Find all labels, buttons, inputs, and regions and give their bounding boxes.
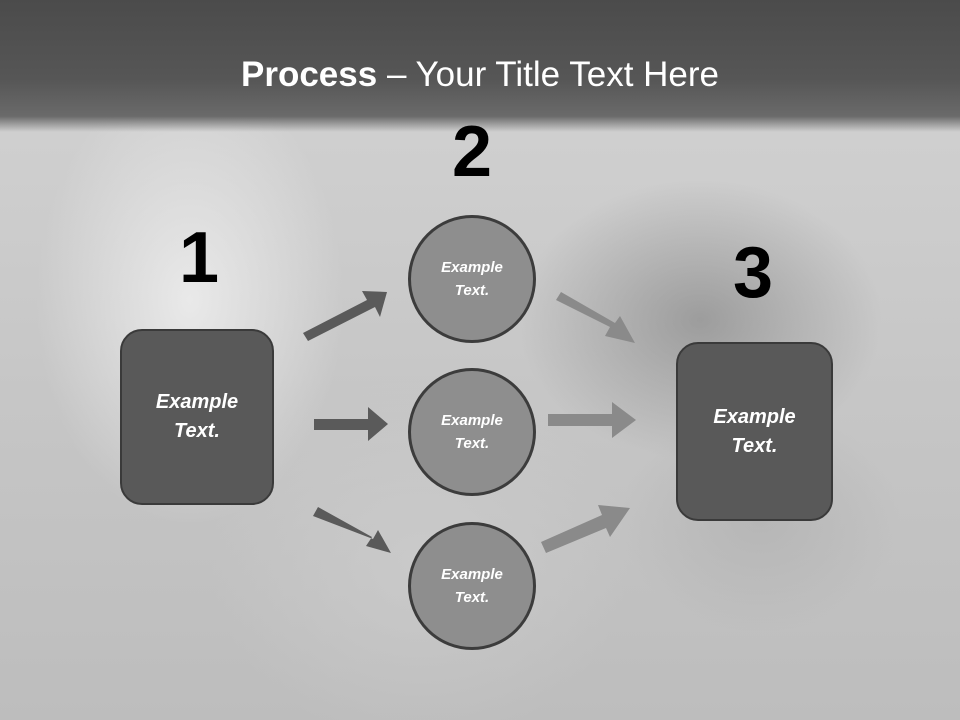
arrow-up-right-light [541,505,630,553]
step-circle-bottom: Example Text. [408,522,536,650]
title-bold: Process [241,55,378,94]
arrow-down-right-light [556,292,635,343]
arrow-up-right [303,291,387,341]
end-step-box: Example Text. [676,342,833,521]
title-bar [0,0,960,132]
start-step-box: Example Text. [120,329,274,505]
stage-number-3: 3 [732,233,774,313]
arrow-down-right [313,507,391,553]
arrow-right-light [548,402,636,438]
slide-title: Process – Your Title Text Here [0,50,960,100]
title-rest: – Your Title Text Here [377,55,719,94]
step-circle-middle: Example Text. [408,368,536,496]
stage-number-2: 2 [451,112,493,192]
arrow-right [314,407,388,441]
stage-number-1: 1 [178,218,220,298]
step-circle-top: Example Text. [408,215,536,343]
